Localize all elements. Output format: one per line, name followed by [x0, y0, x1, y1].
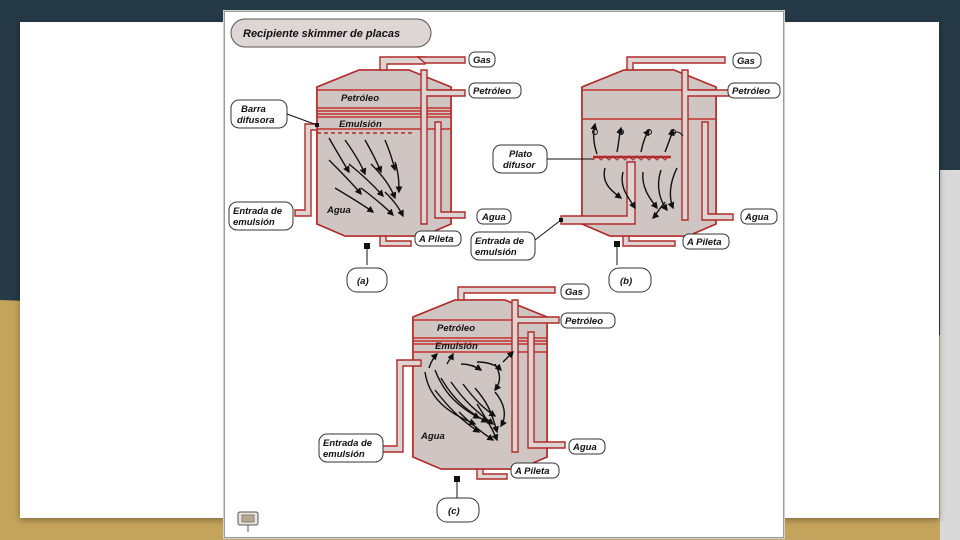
tank-b-entrada-line2: emulsión: [475, 247, 517, 258]
tank-c-entrada-line2: emulsión: [323, 449, 365, 460]
tank-b-labels: Gas Petróleo Agua A Pileta Plato difusor…: [470, 52, 781, 293]
tank-b-gas-label: Gas: [737, 56, 755, 67]
tank-a-water-out-label: Agua: [481, 212, 506, 223]
tank-a-water-label: Agua: [326, 205, 351, 216]
tank-a-gas-label: Gas: [473, 55, 491, 66]
tank-a-oil-out-label: Petróleo: [473, 86, 511, 97]
diagram-title: Recipiente skimmer de placas: [230, 18, 432, 48]
tank-c-water-label: Agua: [420, 431, 445, 442]
tank-b-plato-line1: Plato: [509, 149, 532, 160]
tank-b-drain-label: A Pileta: [686, 237, 722, 248]
presentation-icon[interactable]: [237, 511, 259, 532]
background-grey-strip: [940, 170, 960, 540]
tank-c-caption: (c): [448, 506, 460, 517]
tank-c-labels: Gas Petróleo Agua A Pileta Entrada de em…: [318, 283, 616, 523]
tank-b-plato-line2: difusor: [503, 160, 536, 171]
tank-c-emulsion-label: Emulsión: [435, 341, 478, 352]
tank-a-emulsion-label: Emulsión: [339, 119, 382, 130]
tank-c-water-out-label: Agua: [572, 442, 597, 453]
tank-c-gas-label: Gas: [565, 287, 583, 298]
tank-b: [560, 56, 734, 265]
tank-a-oil-label: Petróleo: [341, 93, 379, 104]
tank-a: Petróleo Emulsión Agua: [294, 56, 466, 265]
tank-c: Petróleo Emulsión Agua: [374, 286, 566, 498]
tank-b-entrada-line1: Entrada de: [475, 236, 525, 247]
tank-b-oil-out-label: Petróleo: [732, 86, 770, 97]
tank-c-entrada-line1: Entrada de: [323, 438, 373, 449]
skimmer-diagram: Recipiente skimmer de placas Petróleo Em…: [228, 18, 781, 532]
tank-c-oil-out-label: Petróleo: [565, 316, 603, 327]
tank-b-water-out-label: Agua: [744, 212, 769, 223]
tank-a-labels: Gas Petróleo Agua A Pileta Barra difusor…: [228, 51, 522, 293]
tank-b-caption: (b): [620, 276, 632, 287]
tank-c-oil-label: Petróleo: [437, 323, 475, 334]
title-text: Recipiente skimmer de placas: [243, 28, 400, 40]
tank-a-drain-label: A Pileta: [418, 234, 454, 245]
tank-c-drain-label: A Pileta: [514, 466, 550, 477]
tank-a-entrada-line1: Entrada de: [233, 206, 283, 217]
tank-a-entrada-line2: emulsión: [233, 217, 275, 228]
tank-a-barra-line2: difusora: [237, 115, 274, 126]
figure-frame: Recipiente skimmer de placas Petróleo Em…: [224, 11, 784, 538]
tank-a-caption: (a): [357, 276, 369, 287]
tank-a-barra-line1: Barra: [241, 104, 266, 115]
